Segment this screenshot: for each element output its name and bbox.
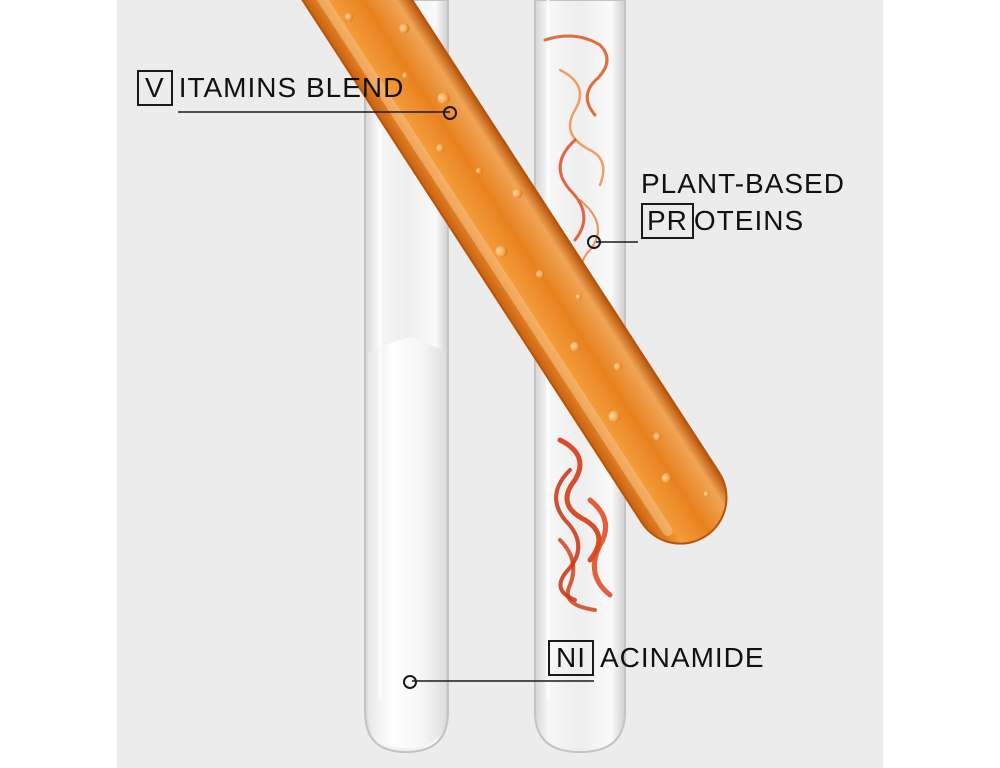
proteins-boxed-letters: PR bbox=[641, 203, 694, 239]
proteins-label-rest: OTEINS bbox=[693, 205, 805, 236]
niacinamide-boxed-letters: NI bbox=[548, 640, 594, 676]
product-image-panel bbox=[117, 0, 883, 768]
vitamins-label-rest: ITAMINS BLEND bbox=[178, 72, 405, 103]
plant-based-label-line1: PLANT-BASED bbox=[641, 168, 845, 199]
niacinamide-marker bbox=[403, 675, 417, 689]
callout-lines bbox=[178, 106, 638, 689]
milk-fill bbox=[368, 337, 446, 748]
niacinamide-label-rest: ACINAMIDE bbox=[600, 642, 765, 673]
ingredients-illustration bbox=[178, 0, 728, 754]
orange-serum-tube bbox=[253, 0, 728, 545]
vitamins-boxed-letter: V bbox=[137, 70, 173, 106]
proteins-marker bbox=[587, 235, 601, 249]
vitamins-marker bbox=[443, 106, 457, 120]
bubbles bbox=[345, 12, 710, 497]
